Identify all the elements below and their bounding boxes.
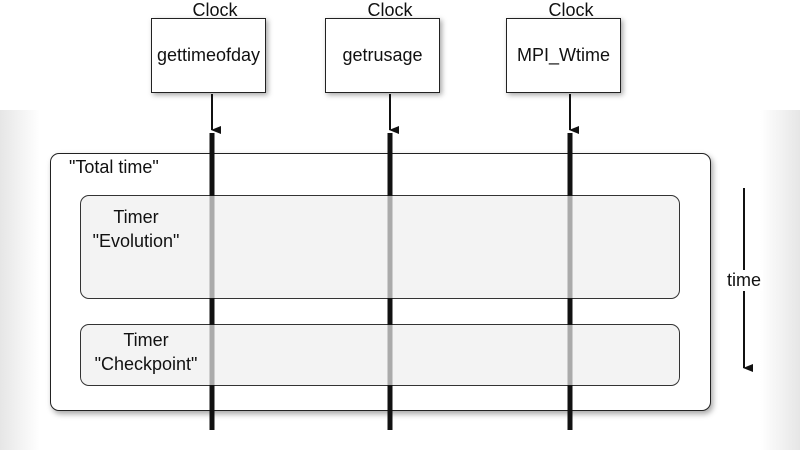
timer-evolution-name: "Evolution" bbox=[92, 231, 180, 251]
total-time-label: "Total time" bbox=[69, 157, 159, 177]
timer-evolution-text: Timer "Evolution" bbox=[86, 205, 186, 253]
timer-checkpoint-name: "Checkpoint" bbox=[94, 354, 198, 374]
left-shadow bbox=[0, 110, 40, 450]
clock-box-getrusage: getrusage bbox=[325, 18, 440, 93]
clock-name-getrusage: getrusage bbox=[342, 45, 423, 65]
clock-name-mpi-wtime: MPI_Wtime bbox=[516, 45, 610, 65]
timer-checkpoint-text: Timer "Checkpoint" bbox=[88, 328, 204, 376]
clock-caption-1: Clock bbox=[192, 0, 238, 20]
right-shadow bbox=[760, 110, 800, 450]
clock-caption-3: Clock bbox=[548, 0, 594, 20]
clock-caption-2: Clock bbox=[367, 0, 413, 20]
time-axis-label: time bbox=[725, 270, 764, 291]
timer-evolution-box bbox=[80, 195, 680, 299]
clock-box-gettimeofday: gettimeofday bbox=[151, 18, 266, 93]
timer-evolution-prefix: Timer bbox=[113, 207, 159, 227]
clock-box-mpi-wtime: MPI_Wtime bbox=[506, 18, 621, 93]
timer-checkpoint-prefix: Timer bbox=[123, 330, 169, 350]
clock-name-gettimeofday: gettimeofday bbox=[156, 45, 261, 65]
timer-checkpoint-box bbox=[80, 324, 680, 386]
